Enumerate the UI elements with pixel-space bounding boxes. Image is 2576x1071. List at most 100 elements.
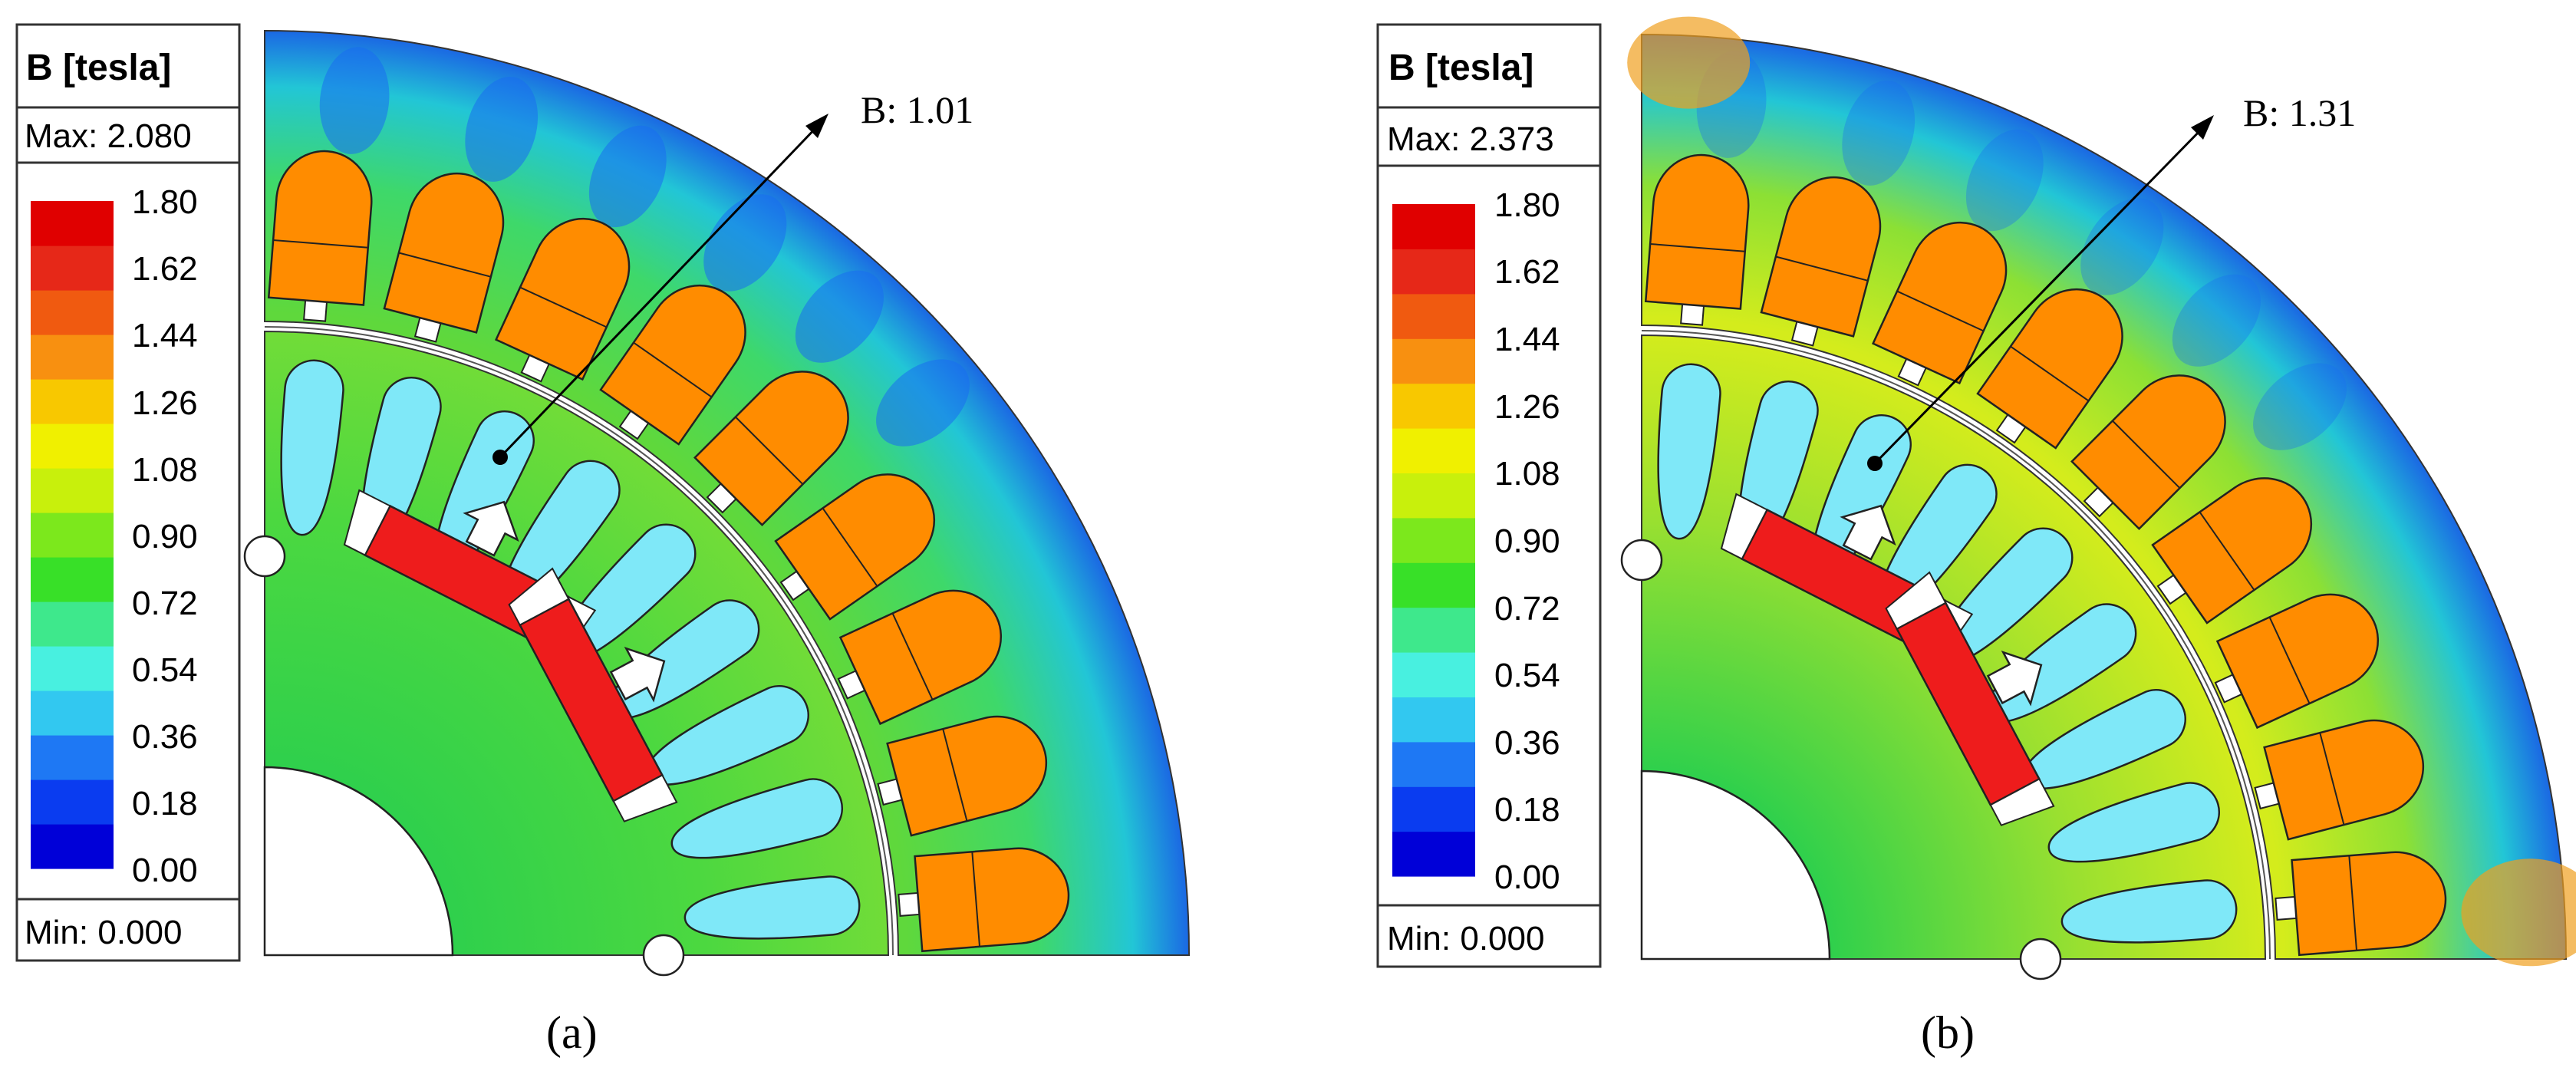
winding-slot: [2215, 593, 2379, 730]
colorbar-segment: [31, 601, 114, 647]
legend-tick: 0.00: [132, 852, 198, 889]
colorbar-segment: [31, 735, 114, 780]
legend-max: Max: 2.373: [1387, 120, 1554, 158]
colorbar-segment: [1392, 562, 1475, 608]
stator-slot: [898, 847, 1070, 953]
colorbar-segment: [31, 690, 114, 736]
colorbar-b: [1392, 204, 1475, 877]
winding-divider: [735, 416, 804, 485]
winding-slot: [1976, 288, 2123, 450]
legend-tick: 1.80: [1494, 186, 1560, 224]
field-blotch: [2172, 274, 2261, 367]
stator-slot: [599, 284, 746, 446]
winding-slot: [2070, 374, 2226, 530]
winding-slot: [267, 150, 373, 306]
magnet: [508, 567, 678, 822]
stator-slot: [2275, 851, 2447, 957]
rotor-slot: [2060, 879, 2238, 944]
colorbar-segment: [1392, 741, 1475, 787]
winding-divider: [2199, 511, 2255, 591]
stator-slot: [1976, 288, 2123, 450]
stator-slot: [383, 172, 505, 343]
shaft-bore: [1640, 769, 1831, 961]
winding-divider: [633, 341, 713, 398]
legend-tick: 1.08: [132, 451, 198, 489]
colorbar-segment: [31, 290, 114, 335]
magnetization-arrow: [463, 500, 519, 557]
rotor-hole: [642, 934, 685, 977]
colorbar-segment: [31, 824, 114, 869]
legend-title: B [tesla]: [26, 48, 171, 88]
rotor-slot-shape: [280, 359, 344, 536]
rotor-slot: [280, 359, 344, 536]
stator-slot: [2254, 719, 2425, 841]
rotor-slot: [2022, 689, 2186, 789]
magnet-barrier: [1989, 778, 2055, 826]
legend-ticks-b: 1.80 1.62 1.44 1.26 1.08 0.90 0.72 0.54 …: [1494, 186, 1560, 896]
colorbar-segment: [1392, 652, 1475, 697]
air-gap: [1641, 330, 2271, 960]
winding-slot: [2263, 719, 2425, 841]
colorbar-segment: [31, 201, 114, 246]
magnet-barrier: [1720, 493, 1768, 560]
panel-caption: (b): [1921, 1007, 1975, 1058]
colorbar-segment: [31, 379, 114, 424]
field-blotch: [2253, 363, 2347, 450]
winding-slot: [886, 715, 1048, 837]
winding-slot: [2291, 851, 2447, 957]
legend-tick: 0.00: [1494, 858, 1560, 896]
field-blotch: [1842, 80, 1916, 186]
stator-slot: [495, 218, 631, 383]
colorbar-segment: [1392, 607, 1475, 653]
annotation-a: B: 1.01: [492, 88, 973, 465]
colorbar-segment: [31, 423, 114, 469]
legend-tick: 1.26: [132, 384, 198, 422]
colorbar-segment: [1392, 786, 1475, 832]
legend-tick: 0.36: [1494, 724, 1560, 762]
stator-slot: [2151, 477, 2313, 624]
rotor-slot: [2047, 782, 2221, 863]
colorbar-segment: [1392, 338, 1475, 384]
field-hotspot: [2461, 858, 2576, 967]
winding-divider: [2268, 616, 2311, 704]
legend-min: Min: 0.000: [1387, 920, 1544, 957]
winding-divider: [273, 239, 368, 249]
legend-tick: 0.90: [132, 518, 198, 555]
winding-divider: [822, 507, 878, 587]
legend-max: Max: 2.080: [25, 117, 192, 155]
field-blotch: [319, 47, 390, 154]
rotor-slot-shape: [684, 875, 861, 940]
air-gap: [264, 326, 894, 956]
legend-tick: 1.62: [1494, 253, 1560, 291]
rotor-hole: [2019, 938, 2062, 980]
winding-slot: [1872, 222, 2008, 385]
annotation-b: B: 1.31: [1867, 91, 2356, 471]
winding-divider: [971, 852, 981, 947]
rotor-slot: [645, 685, 809, 786]
legend-tick: 1.62: [132, 250, 198, 288]
winding-slot: [838, 589, 1002, 726]
motor-cross-section-b: [1620, 16, 2576, 980]
stator-slot: [267, 150, 373, 322]
colorbar-segment: [1392, 831, 1475, 877]
shaft-bore: [263, 766, 454, 957]
annotation-label: B: 1.31: [2243, 91, 2356, 134]
legend-tick: 0.54: [132, 651, 198, 689]
legend-ticks-a: 1.80 1.62 1.44 1.26 1.08 0.90 0.72 0.54 …: [132, 183, 198, 889]
annotation-label: B: 1.01: [861, 88, 973, 131]
stator-slot: [1644, 153, 1750, 326]
stator-slot: [2214, 593, 2379, 730]
colorbar-segment: [31, 512, 114, 558]
colorbar-segment: [31, 468, 114, 513]
motor-cross-section-a: [243, 29, 1191, 977]
legend-tick: 1.44: [132, 317, 198, 354]
winding-divider: [2010, 345, 2090, 402]
field-blotch: [2080, 198, 2164, 295]
field-blotch: [1965, 129, 2044, 232]
stator-slot: [1872, 222, 2008, 387]
rotor-hole: [1620, 539, 1663, 582]
rotor-slot-shape: [1657, 363, 1721, 540]
legend-tick: 0.90: [1494, 522, 1560, 560]
colorbar-segment: [31, 646, 114, 691]
